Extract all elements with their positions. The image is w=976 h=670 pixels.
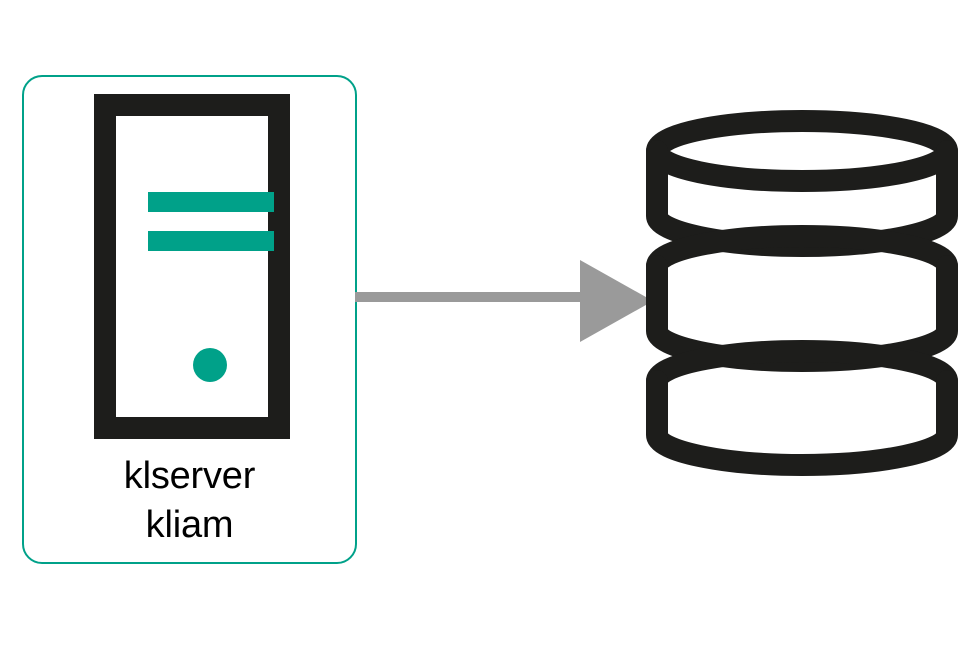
server-status-bar-1 (148, 192, 274, 212)
database-disk-2-top (646, 225, 958, 277)
flow-arrow[interactable] (355, 255, 657, 347)
server-power-led (193, 348, 227, 382)
database-disk-3-top (646, 340, 958, 392)
server-node-label: klserver kliam (24, 452, 355, 550)
flow-arrow-shape (355, 260, 653, 342)
server-tower-icon (94, 94, 290, 439)
database-disk-1-top (646, 110, 958, 192)
server-node-label-line-2: kliam (145, 504, 234, 546)
server-node-card[interactable]: klserver kliam (22, 75, 357, 564)
database-cylinder-icon[interactable] (646, 110, 958, 476)
server-node-label-line-1: klserver (123, 455, 256, 497)
server-status-bar-2 (148, 231, 274, 251)
database-disk-3-body (646, 370, 958, 476)
